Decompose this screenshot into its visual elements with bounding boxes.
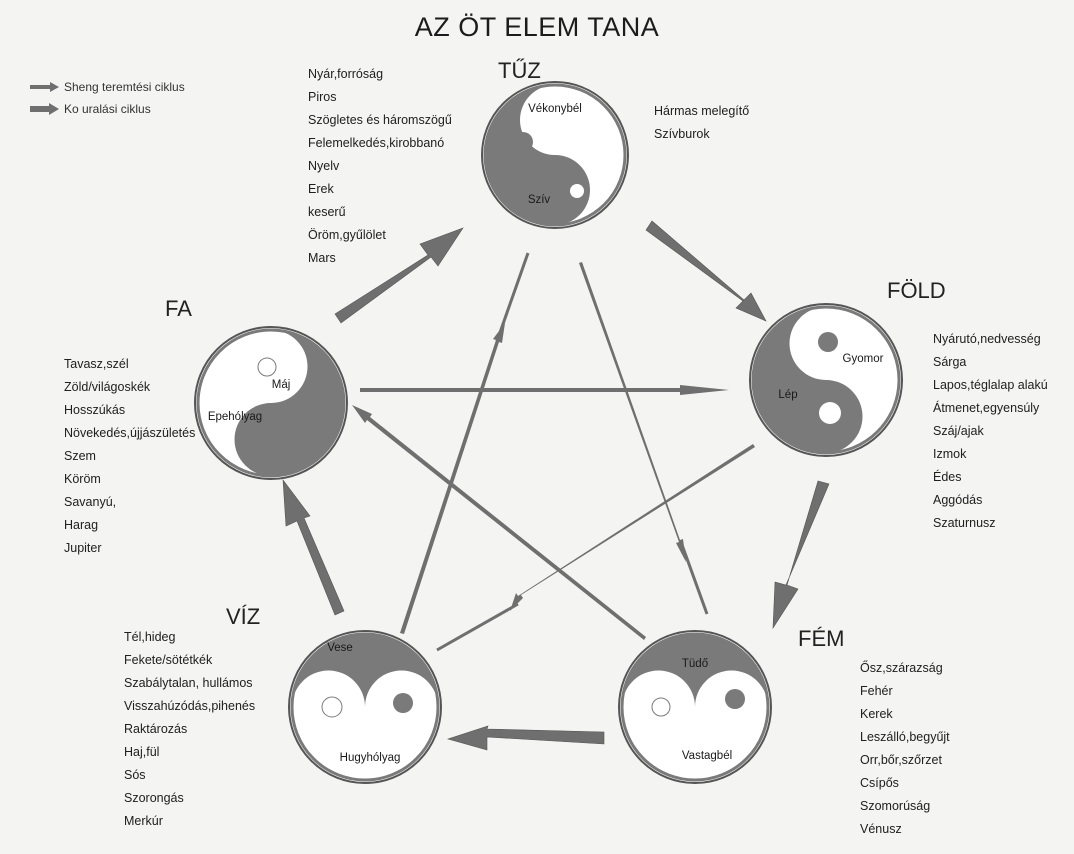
attribute-item: Száj/ajak — [933, 424, 984, 438]
attribute-item: Vénusz — [860, 822, 902, 836]
attribute-item: Szem — [64, 449, 96, 463]
organ-viz-bottom: Hugyhólyag — [340, 752, 401, 764]
attribute-item: Szögletes és háromszögű — [308, 113, 452, 127]
attribute-item: Jupiter — [64, 541, 102, 555]
element-name-tuz: TŰZ — [498, 58, 541, 83]
arrow-fold-to-fem — [772, 480, 830, 630]
attribute-item: Hármas melegítő — [654, 104, 750, 118]
line-tuz-to-fem-tail — [679, 541, 709, 615]
ko-arrows — [352, 252, 755, 652]
attribute-item: keserű — [308, 205, 346, 219]
organ-fem-bottom: Vastagbél — [682, 750, 732, 762]
attribute-item: Piros — [308, 90, 337, 104]
sheng-arrows — [282, 220, 830, 751]
element-name-fa: FA — [165, 296, 192, 321]
arrow-fem-to-viz — [446, 725, 605, 751]
yinyang-fold: Gyomor Lép — [749, 303, 903, 457]
organ-tuz-top: Vékonybél — [528, 103, 582, 115]
attribute-item: Szabálytalan, hullámos — [124, 676, 253, 690]
organ-fa-top: Máj — [272, 379, 291, 391]
attribute-item: Édes — [933, 470, 962, 484]
attribute-item: Visszahúzódás,pihenés — [124, 699, 256, 713]
attribute-item: Zöld/világoskék — [64, 380, 151, 394]
attribute-item: Szorongás — [124, 791, 184, 805]
yinyang-tuz: Vékonybél Szív — [481, 81, 629, 229]
attribute-item: Tavasz,szél — [64, 357, 129, 371]
attribute-item: Kerek — [860, 707, 893, 721]
arrow-tuz-to-fem — [579, 262, 686, 562]
attribute-item: Köröm — [64, 472, 101, 486]
arrow-viz-to-fa — [282, 479, 345, 616]
organ-fold-bottom: Lép — [778, 389, 797, 401]
yinyang-fa: Máj Epehólyag — [194, 326, 348, 480]
thin-arrow-icon — [30, 82, 59, 92]
arrow-fa-to-fold — [360, 385, 729, 395]
attribute-item: Izmok — [933, 447, 967, 461]
attribute-item: Orr,bőr,szőrzet — [860, 753, 942, 767]
organ-fa-bottom: Epehólyag — [208, 411, 262, 423]
attribute-item: Öröm,gyűlölet — [308, 228, 386, 242]
attribute-item: Sárga — [933, 355, 967, 369]
arrow-fa-to-tuz — [334, 227, 464, 324]
attribute-item: Fekete/sötétkék — [124, 653, 213, 667]
attribute-item: Szívburok — [654, 127, 710, 141]
legend-sheng: Sheng teremtési ciklus — [30, 76, 185, 98]
attribute-item: Felemelkedés,kirobbanó — [308, 136, 445, 150]
attribute-item: Nyárutó,nedvesség — [933, 332, 1041, 346]
attribute-item: Szaturnusz — [933, 516, 996, 530]
organ-fem-top: Tüdő — [682, 658, 708, 670]
attribute-item: Csípős — [860, 776, 899, 790]
attribute-item: Haj,fül — [124, 745, 160, 759]
arrow-tuz-to-fold — [645, 220, 767, 322]
element-name-fold: FÖLD — [887, 278, 946, 303]
organ-viz-top: Vese — [327, 642, 353, 654]
attribute-item: Leszálló,begyűjt — [860, 730, 950, 744]
arrow-fem-to-fa — [352, 405, 646, 640]
attribute-item: Növekedés,újjászületés — [64, 426, 196, 440]
legend-ko-label: Ko uralási ciklus — [64, 102, 151, 116]
thick-arrow-icon — [30, 103, 59, 115]
element-name-viz: VÍZ — [226, 604, 261, 629]
attribute-item: Erek — [308, 182, 334, 196]
legend: Sheng teremtési ciklus Ko uralási ciklus — [30, 76, 185, 120]
arrow-fold-to-viz — [510, 444, 755, 611]
organ-fold-top: Gyomor — [843, 353, 884, 365]
attribute-item: Hosszúkás — [64, 403, 126, 417]
attribute-item: Átmenet,egyensúly — [933, 401, 1040, 415]
attribute-item: Sós — [124, 768, 146, 782]
organ-tuz-bottom: Szív — [528, 194, 551, 206]
attribute-item: Szomorúság — [860, 799, 931, 813]
legend-ko: Ko uralási ciklus — [30, 98, 185, 120]
yinyang-viz: Vese Hugyhólyag — [288, 630, 442, 784]
attribute-item: Tél,hideg — [124, 630, 176, 644]
element-name-fem: FÉM — [798, 626, 845, 651]
attribute-item: Ősz,szárazság — [860, 661, 943, 675]
attribute-item: Aggódás — [933, 493, 983, 507]
attribute-item: Lapos,téglalap alakú — [933, 378, 1048, 392]
attribute-item: Savanyú, — [64, 495, 117, 509]
legend-sheng-label: Sheng teremtési ciklus — [64, 80, 185, 94]
attribute-item: Raktározás — [124, 722, 188, 736]
line-viz-to-tuz-tail — [495, 252, 530, 342]
arrow-viz-to-tuz — [400, 323, 505, 634]
attribute-item: Harag — [64, 518, 99, 532]
page-title: AZ ÖT ELEM TANA — [414, 12, 660, 42]
yinyang-fem: Tüdő Vastagbél — [618, 630, 772, 784]
attribute-item: Fehér — [860, 684, 893, 698]
attribute-item: Merkúr — [124, 814, 163, 828]
line-fold-to-viz-tail — [436, 602, 519, 652]
attribute-item: Nyelv — [308, 159, 340, 173]
attribute-item: Mars — [308, 251, 336, 265]
attribute-item: Nyár,forróság — [308, 67, 384, 81]
